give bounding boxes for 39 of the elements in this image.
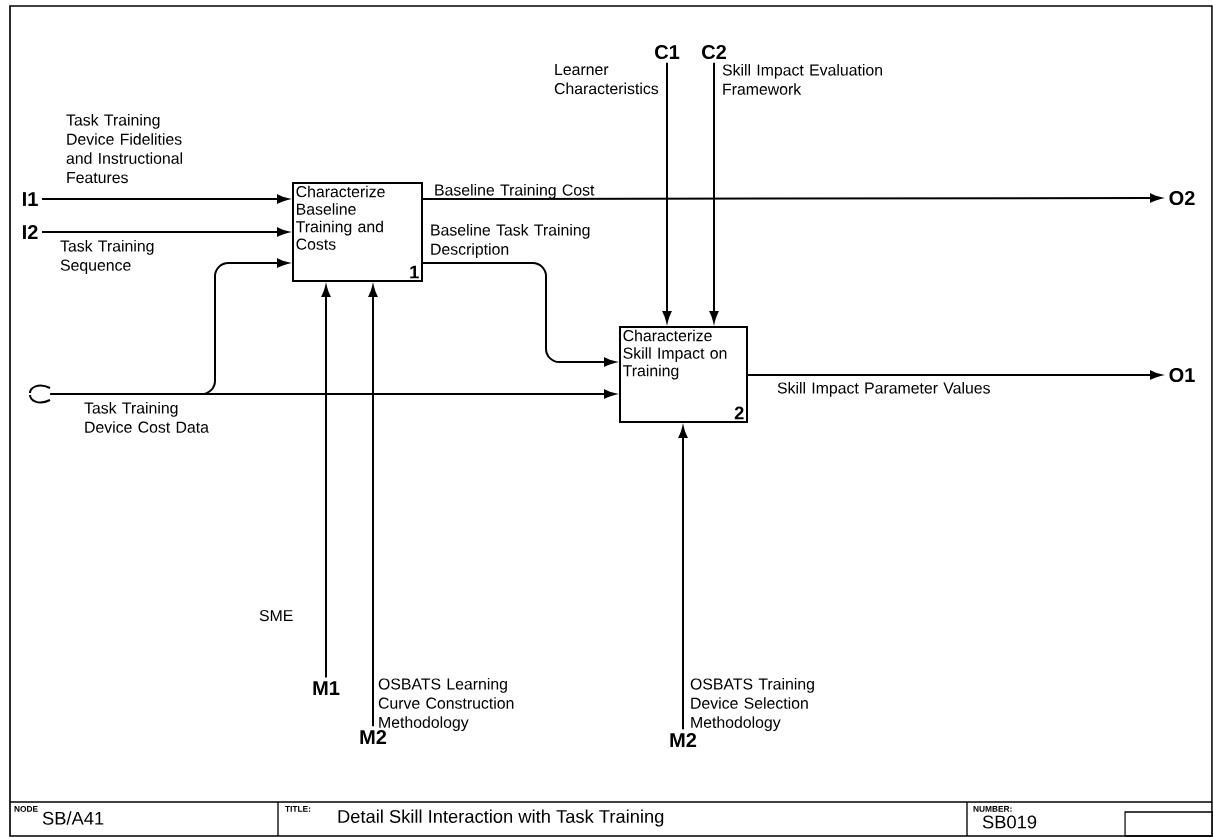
arrow — [422, 262, 616, 367]
arrow — [678, 426, 688, 731]
boundary-code: M2 — [360, 730, 387, 744]
arrow — [422, 193, 1162, 203]
arrow — [662, 61, 672, 323]
edge-label: Task Training Sequence — [60, 240, 154, 274]
edge-label: Learner Characteristics — [554, 64, 659, 95]
tunnel-symbol — [29, 384, 51, 404]
edge-label: Task Training Device Cost Data — [84, 402, 209, 433]
activity-box: Characterize Baseline Training and Costs 1 — [292, 182, 423, 282]
boundary-code: C1 — [655, 44, 680, 60]
activity-box: Characterize Skill Impact on Training 2 — [619, 326, 748, 423]
edge-label: Baseline Task Training Description — [431, 224, 590, 258]
edge-label: Skill Impact Parameter Values — [777, 382, 990, 397]
edge-label: SME — [259, 610, 293, 622]
arrow — [368, 285, 378, 728]
boundary-code: M1 — [313, 681, 340, 695]
boundary-code: O2 — [1169, 190, 1195, 206]
edge-label: Baseline Training Cost — [435, 184, 595, 199]
boundary-code: M2 — [670, 733, 697, 747]
boundary-code: C2 — [702, 44, 726, 60]
title-block-text: SB019 — [982, 815, 1037, 829]
title-block-text: NODE — [14, 806, 38, 812]
title-block-text: SB/A41 — [42, 811, 104, 825]
title-block-text: TITLE: — [285, 806, 311, 812]
edge-label: OSBATS Training Device Selection Methodology — [690, 678, 814, 732]
boundary-code: I1 — [23, 192, 38, 206]
arrow — [49, 389, 616, 399]
edge-label: Skill Impact Evaluation Framework — [722, 64, 882, 95]
arrow — [709, 61, 719, 323]
edge-label: Task Training Device Fidelities and Instructional Features — [66, 114, 182, 184]
boundary-code: O1 — [1169, 367, 1195, 383]
title-block-text: NUMBER: — [973, 806, 1012, 812]
arrow — [41, 194, 289, 204]
boundary-code: I2 — [23, 225, 38, 239]
arrow — [747, 370, 1162, 380]
arrow — [321, 285, 331, 679]
arrow — [41, 227, 289, 237]
title: Detail Skill Interaction with Task Training — [338, 809, 664, 827]
